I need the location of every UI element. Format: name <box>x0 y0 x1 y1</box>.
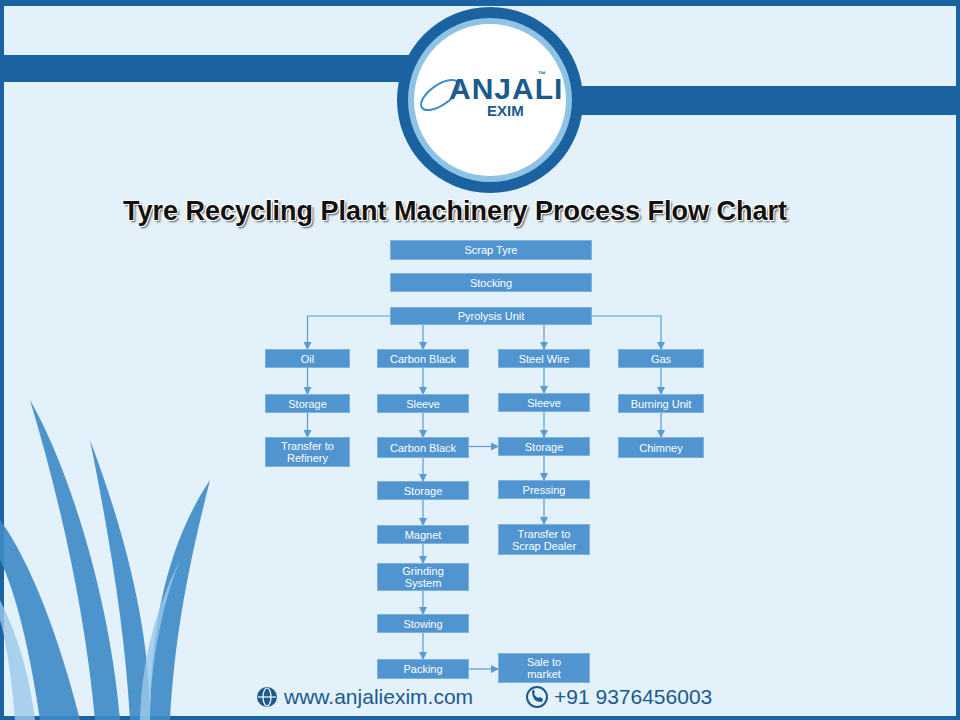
flow-arrow <box>422 413 423 437</box>
box-text: Oil <box>301 353 314 365</box>
box-text: Sleeve <box>527 397 561 409</box>
flow-arrow <box>592 316 661 349</box>
box-text: Grinding System <box>386 565 460 589</box>
process-box: Packing <box>377 659 469 679</box>
flow-arrow <box>307 413 308 437</box>
box-text: Steel Wire <box>519 353 570 365</box>
process-box: Sale to market <box>498 653 590 683</box>
process-box: Stowing <box>377 614 469 633</box>
process-box: Scrap Tyre <box>390 240 592 260</box>
flow-arrow <box>307 368 308 394</box>
box-text: Stowing <box>403 618 442 630</box>
process-box: Carbon Black <box>377 437 469 458</box>
flow-arrow <box>308 316 391 349</box>
process-box: Steel Wire <box>498 349 590 368</box>
process-box: Pyrolysis Unit <box>390 307 592 325</box>
process-box: Transfer to Refinery <box>265 437 350 467</box>
process-box: Storage <box>265 394 350 413</box>
box-text: Pyrolysis Unit <box>458 310 525 322</box>
process-box: Stocking <box>390 273 592 292</box>
process-box: Sleeve <box>498 393 590 412</box>
process-box: Pressing <box>498 480 590 499</box>
process-box: Grinding System <box>377 563 469 591</box>
flow-arrow <box>543 456 544 480</box>
flow-arrow <box>422 458 423 481</box>
flow-arrow <box>660 368 661 394</box>
logo-text: ANJALI <box>449 72 563 106</box>
box-text: Pressing <box>523 484 566 496</box>
flow-arrow <box>660 413 661 437</box>
box-text: Burning Unit <box>631 398 692 410</box>
flow-arrow <box>422 633 423 659</box>
process-box: Oil <box>265 349 350 368</box>
box-text: Transfer to Scrap Dealer <box>507 528 581 552</box>
box-text: Sale to market <box>521 656 567 680</box>
box-text: Gas <box>651 353 671 365</box>
flow-arrow <box>422 544 423 563</box>
box-text: Carbon Black <box>390 442 456 454</box>
process-box: Transfer to Scrap Dealer <box>498 524 590 555</box>
process-box: Burning Unit <box>618 394 704 413</box>
flow-arrow <box>422 500 423 525</box>
website-url: www.anjaliexim.com <box>284 685 473 709</box>
box-text: Carbon Black <box>390 353 456 365</box>
process-box: Sleeve <box>377 394 469 413</box>
flow-arrow <box>469 668 498 669</box>
process-box: Chimney <box>618 437 704 458</box>
flow-arrow <box>422 591 423 614</box>
process-box: Gas <box>618 349 704 368</box>
box-text: Stocking <box>470 277 512 289</box>
flow-arrow <box>543 499 544 524</box>
process-box: Storage <box>377 481 469 500</box>
box-text: Packing <box>403 663 442 675</box>
phone-number: +91 9376456003 <box>554 685 712 709</box>
process-box: Magnet <box>377 525 469 544</box>
trademark-mark: ™ <box>538 70 546 79</box>
process-box: Carbon Black <box>377 349 469 368</box>
flow-arrow <box>543 412 544 437</box>
box-text: Scrap Tyre <box>465 244 518 256</box>
flow-arrow <box>469 446 498 447</box>
box-text: Magnet <box>405 529 442 541</box>
box-text: Storage <box>525 441 564 453</box>
logo-subtext: EXIM <box>487 102 524 119</box>
box-text: Transfer to Refinery <box>272 440 343 464</box>
flow-arrow <box>422 325 423 349</box>
process-box: Storage <box>498 437 590 456</box>
flow-arrow <box>543 325 544 349</box>
chart-title: Tyre Recycling Plant Machinery Process F… <box>0 196 910 227</box>
box-text: Storage <box>404 485 443 497</box>
flow-arrow <box>422 368 423 394</box>
box-text: Chimney <box>639 442 682 454</box>
box-text: Sleeve <box>406 398 440 410</box>
flow-arrow <box>543 368 544 393</box>
box-text: Storage <box>288 398 327 410</box>
